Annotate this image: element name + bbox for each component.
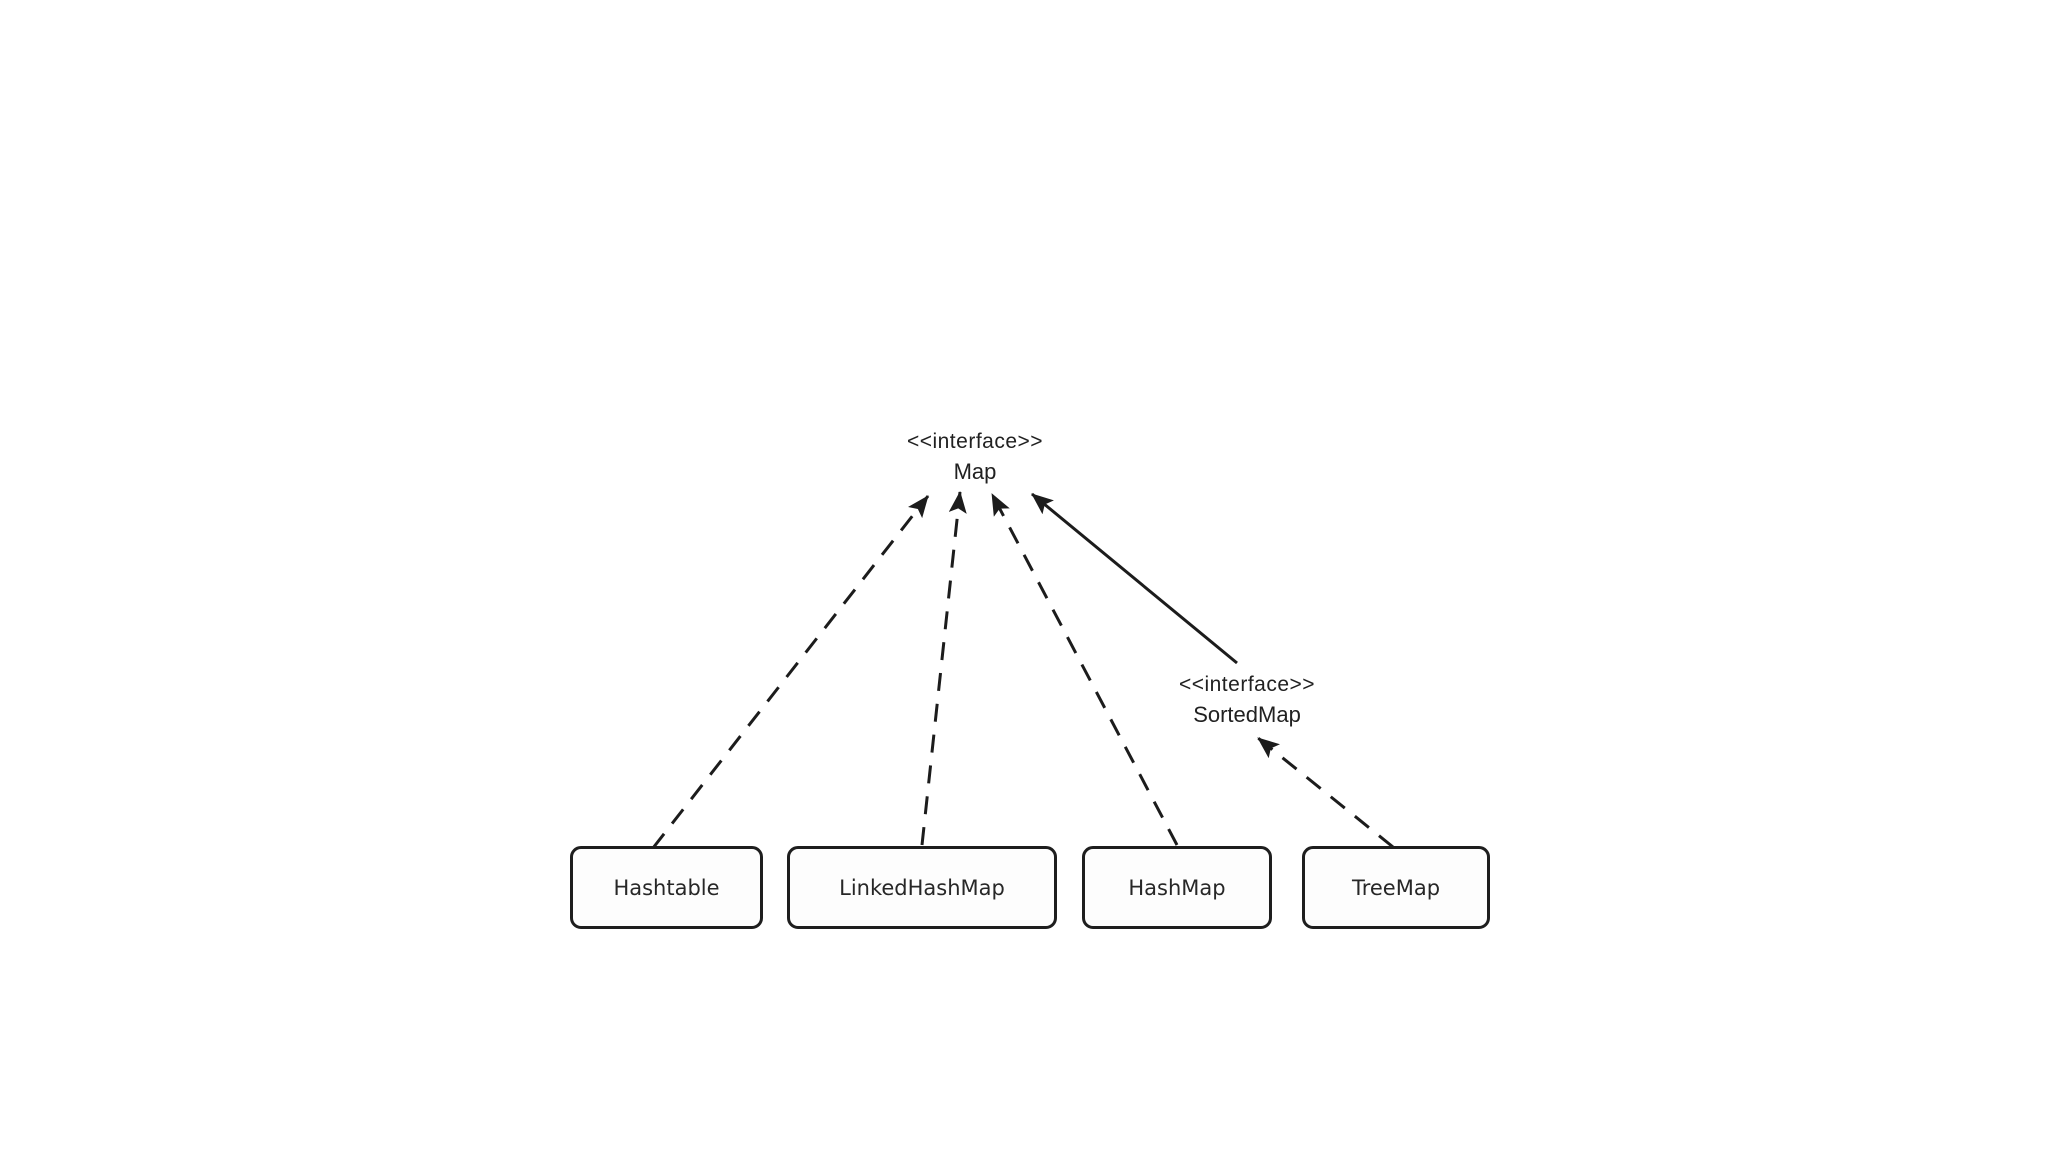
- edge-sortedmap-to-map: [1031, 492, 1238, 665]
- sortedmap-stereotype-label: <<interface>>: [1178, 673, 1316, 696]
- class-box-hashtable: Hashtable: [570, 846, 763, 929]
- interface-node-map: <<interface>> Map: [865, 427, 1085, 487]
- edge-linkedhashmap-to-map: [920, 491, 967, 846]
- map-name-label: Map: [953, 459, 997, 484]
- linkedhashmap-label: LinkedHashMap: [839, 875, 1005, 900]
- treemap-label: TreeMap: [1351, 875, 1441, 900]
- edge-hashtable-to-map: [651, 495, 930, 849]
- edge-hashmap-to-map: [990, 493, 1179, 846]
- hashtable-label: Hashtable: [613, 875, 720, 900]
- hashmap-label: HashMap: [1128, 875, 1226, 900]
- class-box-hashmap: HashMap: [1082, 846, 1272, 929]
- class-box-linkedhashmap: LinkedHashMap: [787, 846, 1057, 929]
- sortedmap-name-label: SortedMap: [1193, 702, 1301, 727]
- edge-treemap-to-sortedmap: [1257, 736, 1394, 849]
- map-stereotype-label: <<interface>>: [906, 430, 1044, 453]
- class-box-treemap: TreeMap: [1302, 846, 1490, 929]
- interface-node-sortedmap: <<interface>> SortedMap: [1137, 670, 1357, 730]
